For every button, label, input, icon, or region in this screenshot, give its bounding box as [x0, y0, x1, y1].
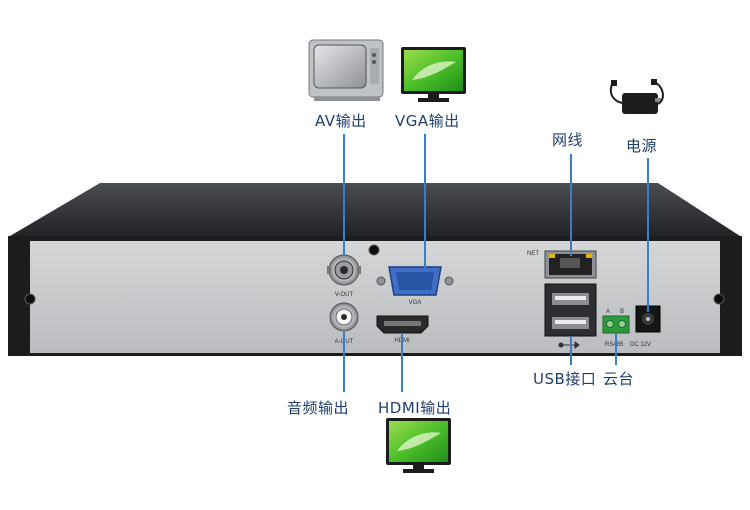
- network-label: 网线: [552, 131, 584, 149]
- rs485-label: RS485: [605, 342, 624, 348]
- usb-icon: [558, 341, 580, 349]
- nvr-rear-panel: [30, 241, 720, 353]
- rs485-terminal: A B RS485: [602, 309, 630, 348]
- terminal-a-label: A: [606, 309, 610, 315]
- crt-tv-icon: [308, 39, 384, 101]
- vga-label: VGA: [409, 300, 422, 306]
- net-label: NET: [527, 251, 539, 257]
- usb-ports: [544, 283, 597, 349]
- hdmi-output-label: HDMI输出: [378, 399, 452, 417]
- power-label: 电源: [626, 137, 658, 155]
- hdmi-monitor-icon: [386, 418, 451, 473]
- av-output-label: AV输出: [315, 112, 367, 130]
- vga-port: VGA: [376, 266, 454, 306]
- v-out-bnc-port: V-OUT: [327, 254, 361, 298]
- callout-lines: [343, 134, 649, 392]
- audio-output-label: 音频输出: [287, 399, 350, 417]
- left-mount-ear: [8, 236, 30, 356]
- right-mount-ear: [720, 236, 742, 356]
- vga-monitor-icon: [401, 47, 466, 102]
- screw-icon: [368, 244, 380, 256]
- nvr-top-cover: [10, 183, 740, 236]
- vga-output-label: VGA输出: [395, 112, 460, 130]
- ptz-label: 云台: [603, 370, 635, 388]
- terminal-b-label: B: [620, 309, 624, 315]
- dc-label: DC 12V: [630, 342, 651, 348]
- usb-port-label: USB接口: [533, 370, 597, 388]
- power-adapter-icon: [609, 79, 664, 114]
- nvr-device: [8, 183, 742, 356]
- screw-icon: [713, 293, 725, 305]
- v-out-label: V-OUT: [335, 292, 354, 298]
- screw-icon: [24, 293, 36, 305]
